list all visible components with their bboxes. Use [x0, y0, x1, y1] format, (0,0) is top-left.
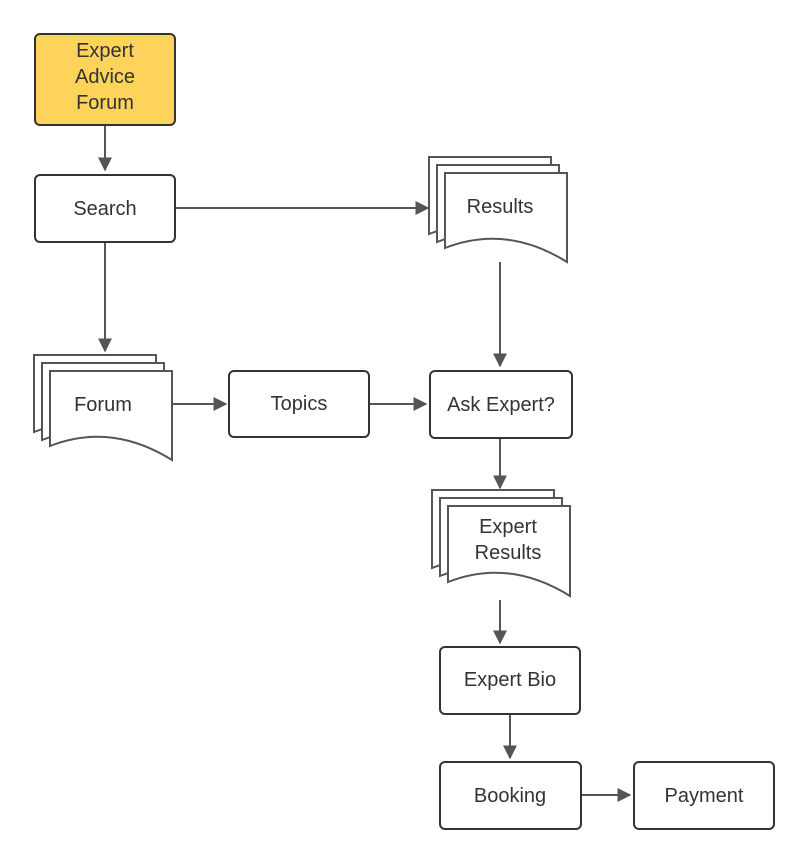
connectors [98, 125, 632, 802]
node-payment[interactable]: Payment [633, 761, 775, 830]
node-label-line: Expert [479, 516, 537, 538]
node-label: Forum [74, 394, 132, 416]
node-booking[interactable]: Booking [439, 761, 582, 830]
node-label: Topics [271, 393, 328, 415]
node-expert-advice-forum[interactable]: Expert Advice Forum [34, 33, 176, 126]
node-results[interactable]: Results [428, 156, 568, 264]
node-forum[interactable]: Forum [33, 354, 173, 462]
node-search[interactable]: Search [34, 174, 176, 243]
node-label-line: Results [475, 542, 542, 564]
node-expert-bio[interactable]: Expert Bio [439, 646, 581, 715]
node-expert-results[interactable]: Expert Results [431, 489, 571, 598]
node-label-line: Forum [76, 92, 134, 114]
node-label: Payment [665, 785, 744, 807]
node-label-line: Expert [76, 40, 134, 62]
node-label: Ask Expert? [447, 394, 555, 416]
node-label: Search [73, 198, 136, 220]
node-topics[interactable]: Topics [228, 370, 370, 438]
node-label-line: Advice [75, 66, 135, 88]
node-ask-expert[interactable]: Ask Expert? [429, 370, 573, 439]
node-label: Results [467, 196, 534, 218]
node-label: Expert Bio [464, 669, 556, 691]
node-label: Booking [474, 785, 546, 807]
